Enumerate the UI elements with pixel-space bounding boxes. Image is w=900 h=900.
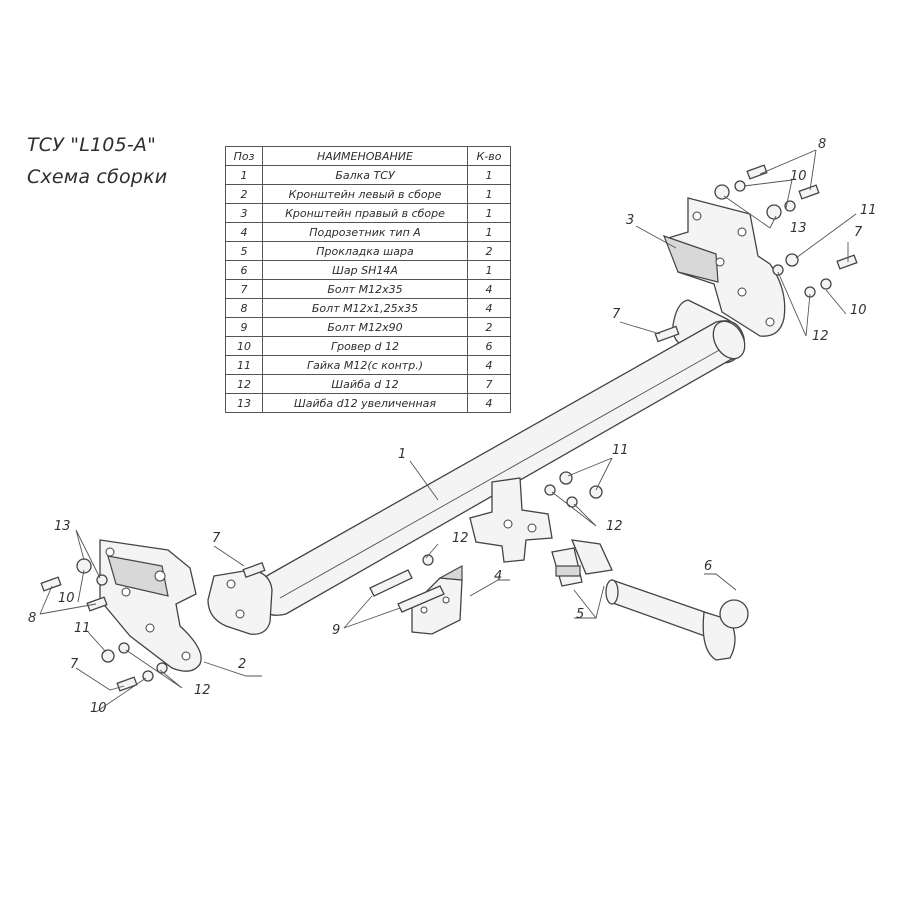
row-name: Шайба d12 увеличенная: [262, 393, 468, 413]
callout-7-beam: 7: [612, 307, 621, 322]
callout-6: 6: [704, 559, 712, 574]
callout-7-left-bottom: 7: [70, 657, 79, 672]
callout-12-socket: 12: [452, 531, 469, 546]
callout-10-right: 10: [850, 303, 867, 318]
callout-11-left: 11: [74, 621, 91, 636]
left-bracket-part: [99, 539, 202, 672]
callout-12-right: 12: [812, 329, 829, 344]
socket-plate-part: [411, 564, 463, 635]
diagram-title: ТСУ "L105-A": [27, 134, 157, 156]
tow-ball-part: [605, 579, 749, 661]
row-pos: 13: [225, 393, 263, 413]
callout-10-left-top: 10: [58, 591, 75, 606]
row-qty: 7: [467, 374, 511, 394]
row-name: Болт М12х1,25х35: [262, 298, 468, 318]
callout-2: 2: [238, 657, 246, 672]
callout-8-left: 8: [28, 611, 36, 626]
row-name: Кронштейн левый в сборе: [262, 184, 468, 204]
leader-lines: [39, 149, 857, 713]
callout-4: 4: [494, 569, 502, 584]
callout-11-right: 11: [860, 203, 877, 218]
callout-12-center: 12: [606, 519, 623, 534]
callout-13-left: 13: [54, 519, 71, 534]
callout-13-right: 13: [790, 221, 807, 236]
callout-10-right-top: 10: [790, 169, 807, 184]
diagram-subtitle: Схема сборки: [27, 166, 168, 188]
row-name: Шайба d 12: [262, 374, 468, 394]
callout-11-center: 11: [612, 443, 629, 458]
callout-5: 5: [576, 607, 584, 622]
callout-3: 3: [626, 213, 634, 228]
row-qty: 4: [467, 393, 511, 413]
callout-labels: 1 2 3 4 5 6 7 7 7 7 8 8 9 10 10 10 10 11…: [28, 137, 877, 716]
callout-7-left-top: 7: [212, 531, 221, 546]
beam-part: [207, 299, 746, 635]
row-pos: 12: [225, 374, 263, 394]
ball-spacers-part: [551, 539, 613, 587]
row-name: Болт М12х35: [262, 279, 468, 299]
callout-9: 9: [332, 623, 340, 638]
row-name: Кронштейн правый в сборе: [262, 203, 468, 223]
callout-12-left: 12: [194, 683, 211, 698]
callout-7-right: 7: [854, 225, 863, 240]
callout-8-right: 8: [818, 137, 826, 152]
callout-10-left-bottom: 10: [90, 701, 107, 716]
callout-1: 1: [398, 447, 406, 462]
